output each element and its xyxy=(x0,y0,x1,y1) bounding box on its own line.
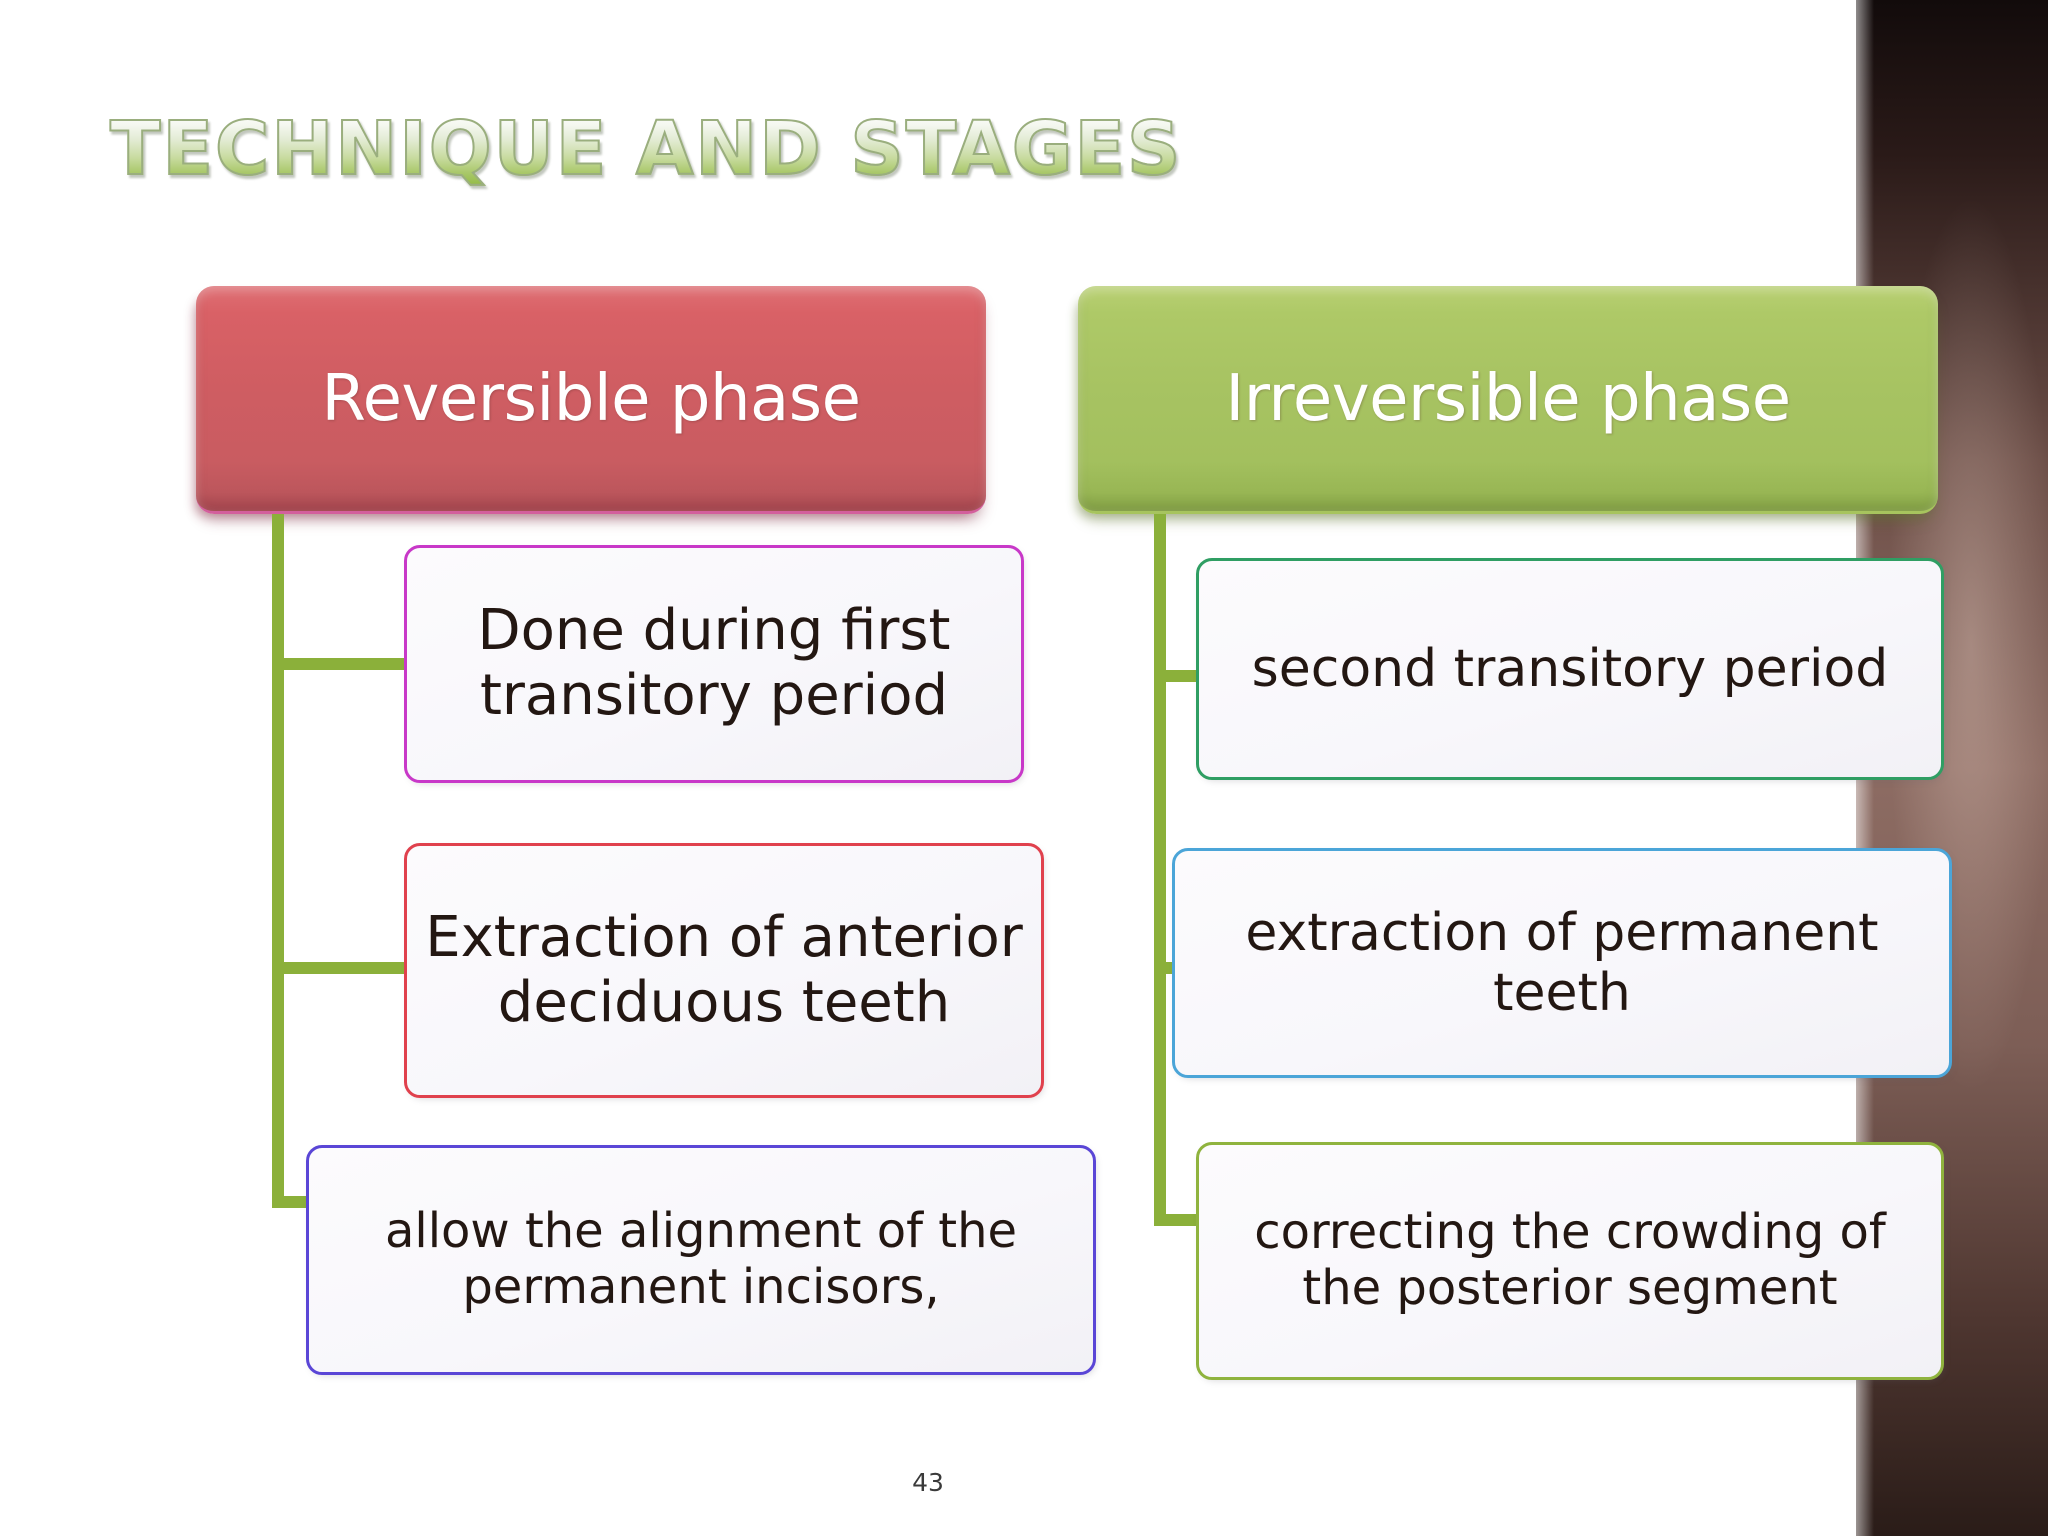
connector-branch-left-3 xyxy=(272,1196,316,1208)
connector-branch-left-1 xyxy=(272,658,412,670)
column-header-irreversible: Irreversible phase xyxy=(1078,286,1938,514)
item-box-irreversible-3-text: correcting the crowding of the posterior… xyxy=(1254,1204,1886,1316)
column-header-reversible-label: Reversible phase xyxy=(321,361,861,436)
item-box-reversible-1: Done during first transitory period xyxy=(404,545,1024,783)
connector-trunk-right xyxy=(1154,514,1166,1226)
item-box-irreversible-1-text: second transitory period xyxy=(1251,638,1889,699)
connector-branch-right-1 xyxy=(1154,670,1204,682)
item-box-irreversible-3: correcting the crowding of the posterior… xyxy=(1196,1142,1944,1380)
item-box-irreversible-1: second transitory period xyxy=(1196,558,1944,780)
item-box-reversible-2: Extraction of anterior deciduous teeth xyxy=(404,843,1044,1098)
slide-title: Technique and stages xyxy=(109,106,1183,192)
item-box-reversible-2-text: Extraction of anterior deciduous teeth xyxy=(425,904,1023,1035)
item-box-reversible-3-text: allow the alignment of the permanent inc… xyxy=(384,1203,1018,1315)
item-box-irreversible-2-text: extraction of permanent teeth xyxy=(1245,902,1879,1023)
connector-branch-left-2 xyxy=(272,962,412,974)
item-box-irreversible-2: extraction of permanent teeth xyxy=(1172,848,1952,1078)
connector-branch-right-3 xyxy=(1154,1214,1208,1226)
item-box-reversible-3: allow the alignment of the permanent inc… xyxy=(306,1145,1096,1375)
connector-trunk-left xyxy=(272,514,284,1208)
column-header-reversible: Reversible phase xyxy=(196,286,986,514)
item-box-reversible-1-text: Done during first transitory period xyxy=(477,598,951,728)
column-header-irreversible-label: Irreversible phase xyxy=(1225,361,1791,436)
slide-page-number: 43 xyxy=(912,1468,944,1497)
